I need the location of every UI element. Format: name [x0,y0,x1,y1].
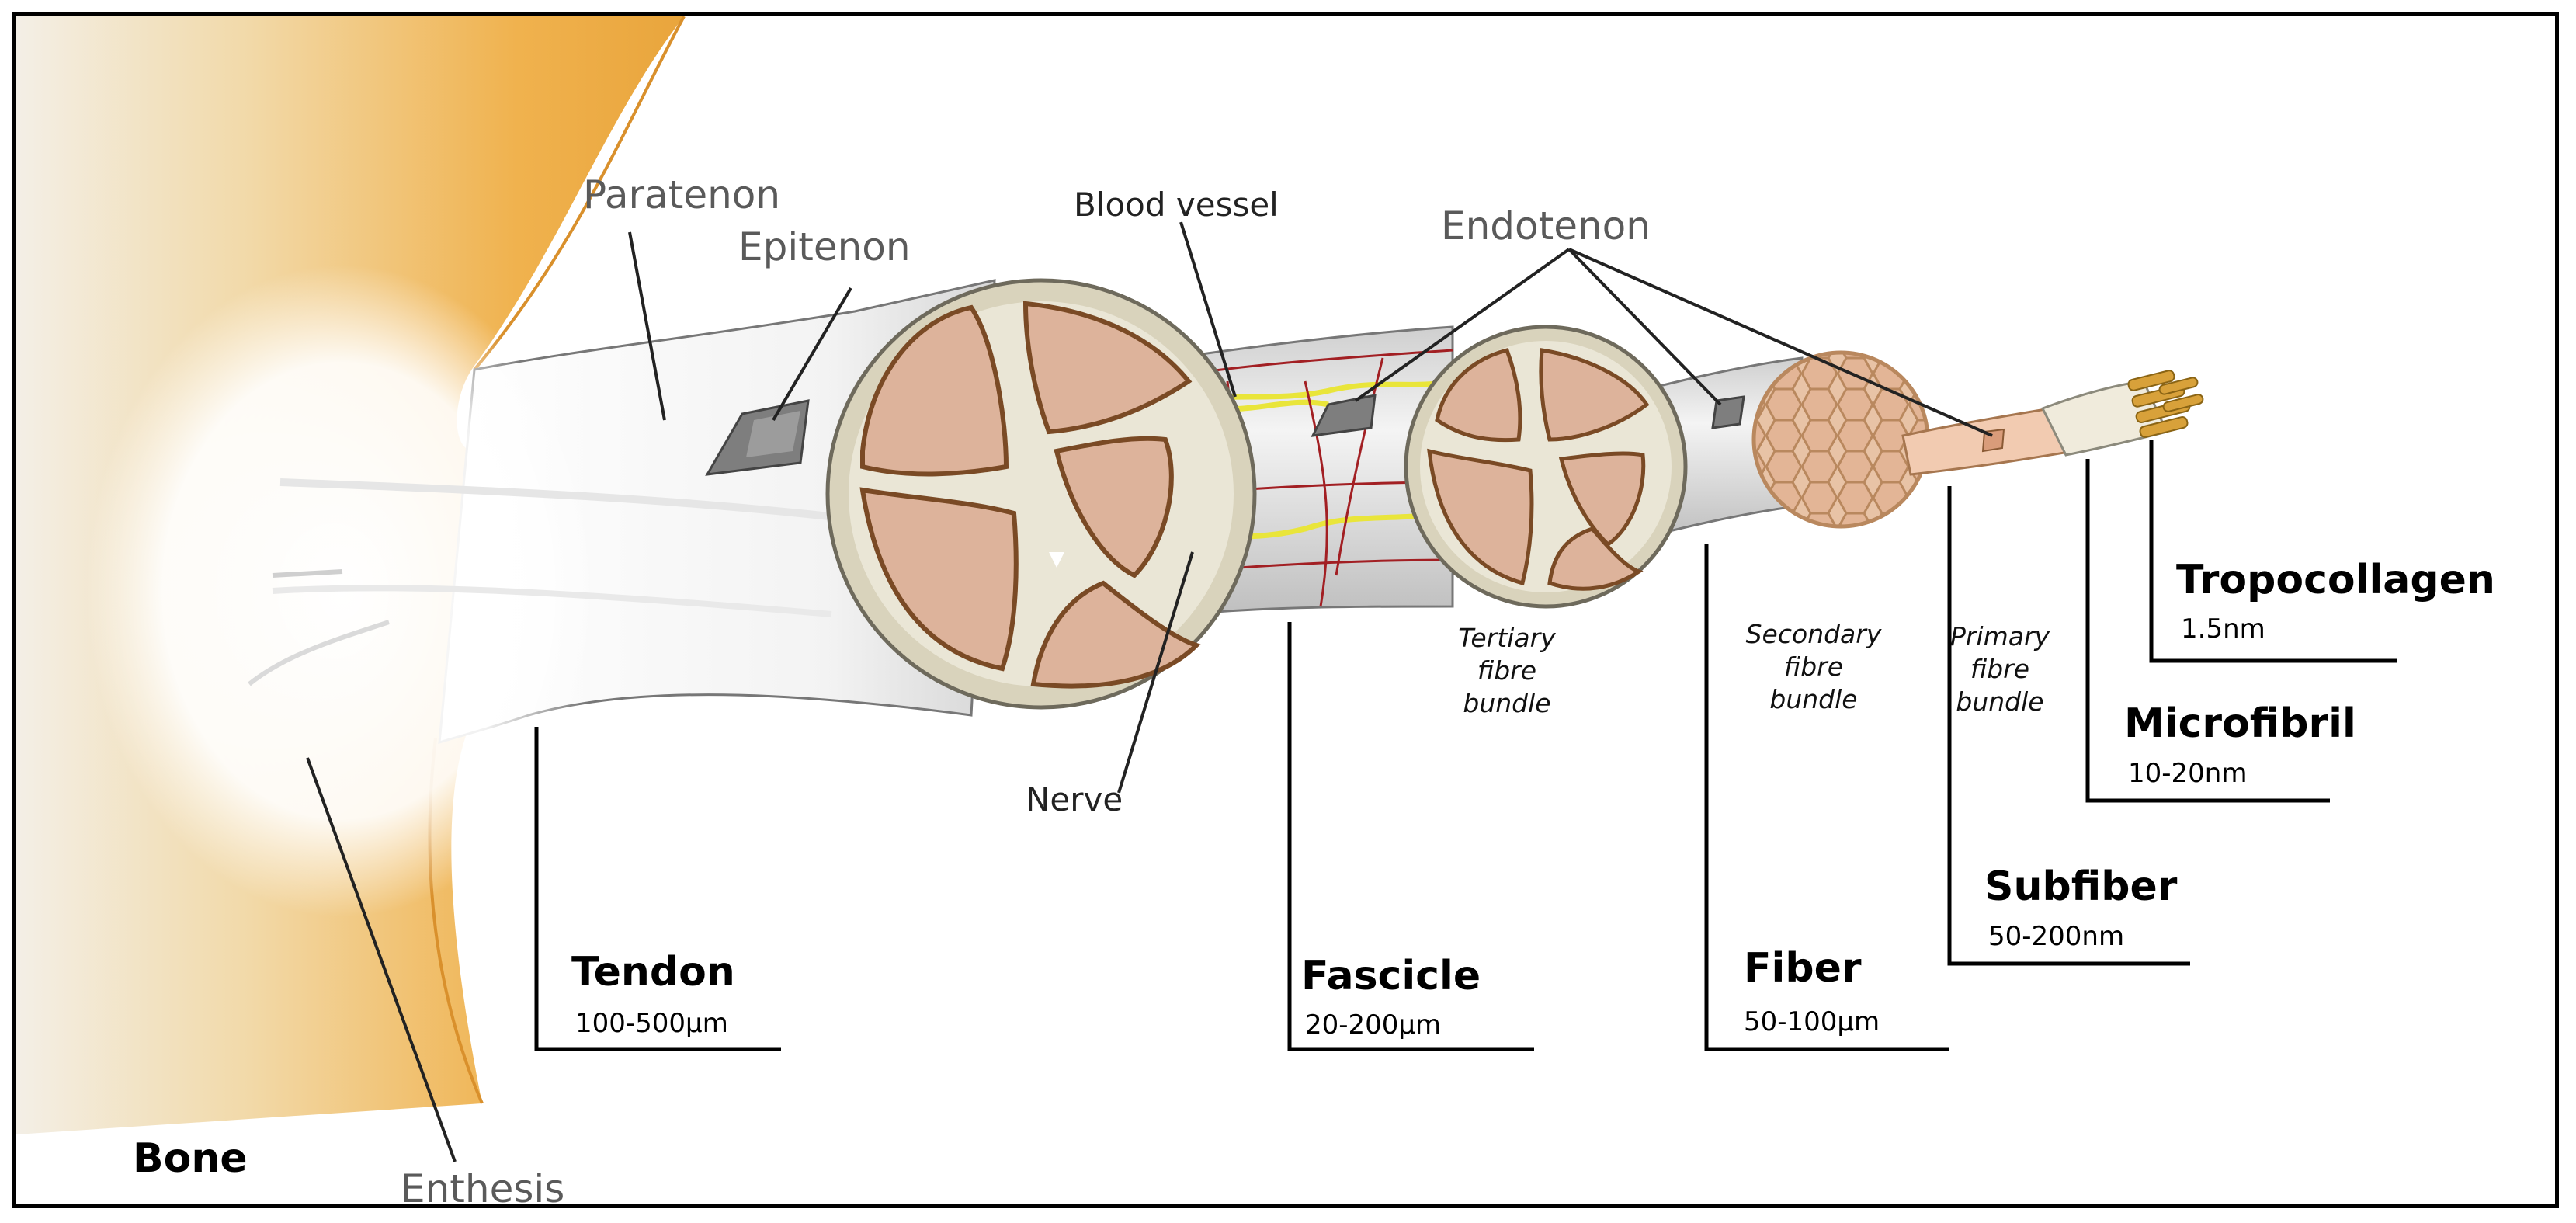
tendon-hierarchy-illustration [16,16,2397,1162]
primary-bundle-label: Primary fibre bundle [1949,621,2050,717]
fascicle-bracket [1287,622,1534,1051]
endotenon-label: Endotenon [1441,203,1651,248]
tendon-level-size: 100-500µm [575,1008,728,1039]
fiber-level-size: 50-100µm [1744,1006,1880,1037]
microfibril-bundle [2040,370,2204,457]
nerve-label: Nerve [1026,780,1123,818]
tropocollagen-bracket [2149,440,2397,663]
secondary-bundle-label: Secondary fibre bundle [1745,619,1882,714]
tendon-bracket [534,727,781,1051]
tendon-level-name: Tendon [571,949,735,995]
fiber-bracket [1704,544,1949,1051]
leader-lines [306,221,1993,1162]
tendon-cross-section [825,278,1257,710]
fiber-level-name: Fiber [1744,945,1862,992]
scale-brackets [534,440,2397,1051]
tropocollagen-level-name: Tropocollagen [2176,557,2495,603]
diagram-frame: Paratenon Epitenon Blood vessel Endoteno… [12,12,2559,1208]
fascicle-cross-section [1404,325,1688,609]
fascicle-level-name: Fascicle [1301,953,1481,999]
microfibril-level-name: Microfibril [2124,700,2356,747]
fiber-cross-section [1751,350,1930,529]
microfibril-bracket [2085,459,2330,803]
tropocollagen-level-size: 1.5nm [2181,613,2265,645]
tertiary-bundle-label: Tertiary fibre bundle [1458,623,1556,718]
subfiber-level-size: 50-200nm [1988,921,2125,952]
epitenon-label: Epitenon [738,224,911,269]
subfiber-level-name: Subfiber [1984,863,2178,910]
bone-label: Bone [133,1135,248,1182]
microfibril-level-size: 10-20nm [2128,758,2248,789]
subfiber-bracket [1947,486,2190,966]
fascicle-level-size: 20-200µm [1305,1009,1442,1041]
paratenon-label: Paratenon [583,172,781,217]
epitenon-flap [705,399,810,476]
enthesis-label: Enthesis [401,1166,565,1208]
blood-vessel-label: Blood vessel [1074,186,1279,224]
